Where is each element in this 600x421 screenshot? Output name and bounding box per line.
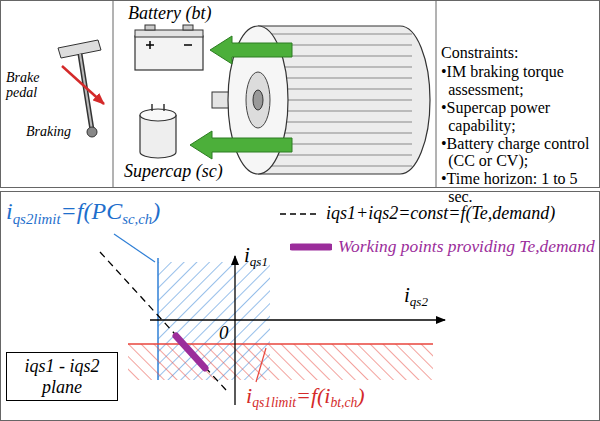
top-panel-frame [1, 1, 600, 188]
supercap-label: Supercap (sc) [124, 162, 223, 182]
subscript-text: qs1limit [252, 395, 296, 410]
energy-arrow [210, 36, 292, 64]
subscript-text: qs1 [250, 254, 268, 269]
iqs2-limit-formula: iqs2limit=f(PCsc,ch) [6, 198, 160, 224]
box-text: iqs1 - iqs2 plane [12, 356, 112, 397]
list-item: •Supercap power capability; [441, 99, 595, 135]
list-item: •IM braking torque assessment; [441, 63, 595, 99]
plane-box: iqs1 - iqs2 plane [6, 352, 118, 401]
origin-label: 0 [219, 323, 229, 344]
legend-text: iqs1+iqs2=const=f(Te,demand) [326, 203, 555, 224]
subscript-text: qs2limit [13, 211, 61, 227]
subscript-text: sc,ch [122, 211, 152, 227]
iqs1-limit-line [128, 343, 433, 345]
battery-drawing [135, 25, 203, 70]
legend-text: Working points providing Te,demand [338, 236, 595, 257]
pedal-label: Brake pedal [6, 70, 54, 101]
formula-text: i [6, 198, 13, 224]
axis-label: iqs1 [244, 244, 268, 267]
subscript-text: bt,ch [330, 395, 357, 410]
energy-arrow [190, 131, 292, 159]
legend-sample [290, 241, 332, 253]
formula-text: =f(PC [61, 198, 123, 224]
bottom-panel-frame [1, 192, 600, 421]
formula-text: ) [152, 198, 160, 224]
axis-iqs1 [234, 256, 235, 405]
battery-label: Battery (bt) [128, 4, 211, 24]
action-label: Braking [26, 124, 71, 139]
list-item: •Battery charge control (CC or CV); [441, 135, 595, 171]
working-points-segment [176, 336, 205, 368]
axis-label: iqs2 [404, 284, 428, 307]
list-item: •Time horizon: 1 to 5 sec. [441, 170, 595, 206]
leader-line [114, 234, 155, 262]
leader-line [256, 348, 266, 382]
list-heading: Constraints: [441, 44, 595, 62]
formula-text: ) [357, 383, 364, 408]
panel-divider [113, 0, 114, 187]
supercap-drawing [140, 104, 176, 158]
axis-iqs2 [150, 319, 445, 320]
legend-item: Working points providing Te,demand [290, 236, 595, 257]
formula-text: =f(i [296, 383, 330, 408]
brake-pedal-drawing [58, 40, 104, 137]
iqs1-limit-formula: iqs1limit=f(ibt,ch) [246, 384, 365, 408]
iqs1-limit-region [128, 344, 433, 380]
constraints-list: Constraints:•IM braking torque assessmen… [441, 44, 595, 206]
formula-text: i [244, 243, 250, 267]
constant-torque-line [100, 252, 226, 390]
subscript-text: qs2 [410, 294, 428, 309]
formula-text: i [404, 283, 410, 307]
legend-sample [278, 208, 320, 220]
legend-item: iqs1+iqs2=const=f(Te,demand) [278, 203, 555, 224]
panel-divider [436, 0, 437, 187]
formula-text: i [246, 383, 252, 408]
